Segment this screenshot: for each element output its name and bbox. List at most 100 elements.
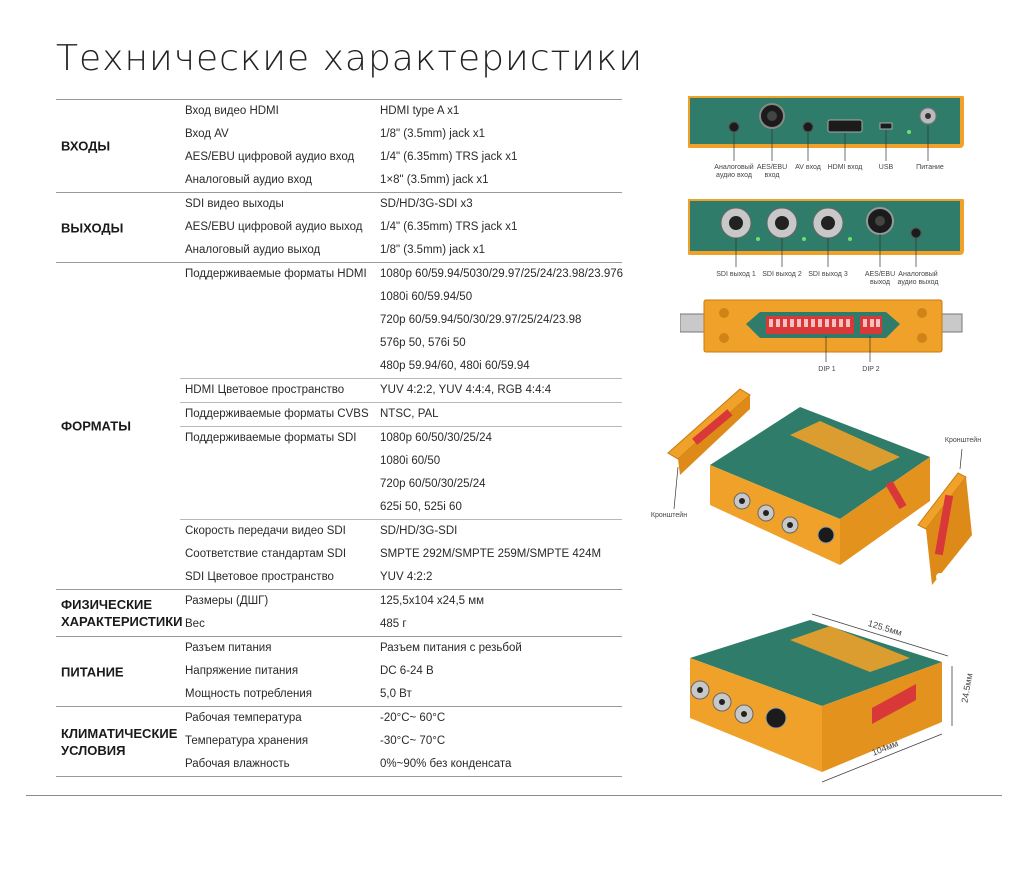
spec-row: Размеры (ДШГ) 125,5x104 x24,5 мм: [180, 590, 622, 613]
spec-key: Рабочая температура: [185, 712, 302, 724]
spec-key: Поддерживаемые форматы HDMI: [185, 268, 367, 280]
front-panel-figure: Аналоговый аудио вход AES/EBU вход AV вх…: [686, 94, 964, 191]
spec-key: AES/EBU цифровой аудио вход: [185, 151, 355, 163]
spec-value: 1080p 60/50/30/25/24: [380, 432, 492, 444]
spec-key: Мощность потребления: [185, 688, 312, 700]
spec-value: 720p 60/59.94/50/30/29.97/25/24/23.98: [380, 314, 582, 326]
spec-value: -20°C~ 60°C: [380, 712, 446, 724]
spec-key: AES/EBU цифровой аудио выход: [185, 221, 363, 233]
spec-row: Вход видео HDMI HDMI type A x1: [180, 100, 622, 123]
spec-key: Аналоговый аудио вход: [185, 174, 312, 186]
spec-row: Аналоговый аудио выход 1/8" (3.5mm) jack …: [180, 239, 622, 262]
page-title: Технические характеристики: [56, 38, 644, 79]
spec-group: КЛИМАТИЧЕСКИЕ УСЛОВИЯ Рабочая температура…: [56, 706, 622, 777]
spec-value: 1080p 60/59.94/5030/29.97/25/24/23.98/23…: [380, 268, 624, 280]
spec-group-label: КЛИМАТИЧЕСКИЕ УСЛОВИЯ: [61, 725, 178, 758]
label-dip2: DIP 2: [862, 366, 880, 373]
dip-side-figure: DIP 1 DIP 2: [679, 296, 970, 381]
spec-key: Аналоговый аудио выход: [185, 244, 321, 256]
spec-value: 0%~90% без конденсата: [380, 758, 512, 770]
spec-key: Размеры (ДШГ): [185, 595, 269, 607]
spec-row: 1080i 60/50: [180, 450, 622, 473]
spec-row: Рабочая влажность 0%~90% без конденсата: [180, 753, 622, 776]
spec-row: 625i 50, 525i 60: [180, 496, 622, 519]
spec-group-label: ПИТАНИЕ: [61, 664, 124, 679]
spec-key: Температура хранения: [185, 735, 309, 747]
spec-value: DC 6-24 В: [380, 665, 434, 677]
spec-row: 720p 60/59.94/50/30/29.97/25/24/23.98: [180, 309, 622, 332]
spec-key: Вход видео HDMI: [185, 105, 279, 117]
spec-key: Вход AV: [185, 128, 229, 140]
spec-row: AES/EBU цифровой аудио вход 1/4" (6.35mm)…: [180, 146, 622, 169]
spec-value: NTSC, PAL: [380, 408, 439, 420]
spec-value: 1×8" (3.5mm) jack x1: [380, 174, 489, 186]
spec-key: Рабочая влажность: [185, 758, 290, 770]
spec-key: Поддерживаемые форматы SDI: [185, 432, 357, 444]
spec-group-label: ФОРМАТЫ: [61, 418, 131, 434]
spec-row: Разъем питания Разъем питания с резьбой: [180, 637, 622, 660]
spec-key: Скорость передачи видео SDI: [185, 525, 346, 537]
label-sdi-out-1: SDI выход 1: [716, 271, 756, 278]
spec-value: SD/HD/3G-SDI x3: [380, 198, 473, 210]
label-usb: USB: [878, 164, 894, 171]
spec-value: Разъем питания с резьбой: [380, 642, 522, 654]
spec-row: Вход AV 1/8" (3.5mm) jack x1: [180, 123, 622, 146]
spec-value: 480p 59.94/60, 480i 60/59.94: [380, 360, 530, 372]
spec-group-label: ВХОДЫ: [61, 138, 111, 154]
spec-value: SMPTE 292M/SMPTE 259M/SMPTE 424M: [380, 548, 602, 560]
spec-key: Поддерживаемые форматы CVBS: [185, 408, 369, 420]
device-brackets-figure: Кронштейн Кронштейн: [650, 385, 1020, 600]
spec-key: Напряжение питания: [185, 665, 299, 677]
label-analog-in: Аналоговый аудио вход: [714, 164, 754, 179]
spec-row: 576p 50, 576i 50: [180, 332, 622, 355]
label-hdmi-in: HDMI вход: [827, 164, 863, 171]
spec-row: Вес 485 г: [180, 613, 622, 636]
spec-key: HDMI Цветовое пространство: [185, 384, 345, 396]
spec-value: 485 г: [380, 618, 407, 630]
label-av-in: AV вход: [795, 164, 821, 171]
spec-group: ПИТАНИЕ Разъем питания Разъем питания с р…: [56, 636, 622, 706]
back-panel-figure: SDI выход 1 SDI выход 2 SDI выход 3 AES/…: [686, 197, 964, 294]
spec-group: ФОРМАТЫ Поддерживаемые форматы HDMI 1080p …: [56, 262, 624, 589]
spec-value: -30°C~ 70°C: [380, 735, 446, 747]
spec-row: 480p 59.94/60, 480i 60/59.94: [180, 355, 622, 378]
spec-value: 1/8" (3.5mm) jack x1: [380, 244, 486, 256]
spec-row: 720p 60/50/30/25/24: [180, 473, 622, 496]
spec-value: 1080i 60/59.94/50: [380, 291, 473, 303]
label-bracket-left: Кронштейн: [650, 512, 688, 519]
spec-key: Вес: [185, 618, 205, 630]
spec-row: Температура хранения -30°C~ 70°C: [180, 730, 622, 753]
spec-value: YUV 4:2:2, YUV 4:4:4, RGB 4:4:4: [380, 384, 552, 396]
label-aes-in: AES/EBU вход: [756, 164, 788, 179]
spec-value: HDMI type A x1: [380, 105, 460, 117]
spec-row: Поддерживаемые форматы CVBS NTSC, PAL: [180, 402, 622, 426]
spec-key: SDI Цветовое пространство: [185, 571, 334, 583]
spec-row: Скорость передачи видео SDI SD/HD/3G-SDI: [180, 519, 622, 543]
spec-value: 1/8" (3.5mm) jack x1: [380, 128, 486, 140]
spec-group-label: ВЫХОДЫ: [61, 220, 124, 235]
label-aes-out: AES/EBU выход: [864, 271, 896, 286]
spec-row: Напряжение питания DC 6-24 В: [180, 660, 622, 683]
spec-group: ВЫХОДЫ SDI видео выходы SD/HD/3G-SDI x3 AES…: [56, 192, 622, 262]
spec-row: Поддерживаемые форматы HDMI 1080p 60/59.9…: [180, 263, 624, 286]
spec-key: SDI видео выходы: [185, 198, 284, 210]
spec-row: HDMI Цветовое пространство YUV 4:2:2, YUV…: [180, 378, 622, 402]
spec-row: 1080i 60/59.94/50: [180, 286, 622, 309]
spec-row: Поддерживаемые форматы SDI 1080p 60/50/30…: [180, 426, 622, 450]
label-power: Питание: [916, 164, 944, 171]
spec-key: Разъем питания: [185, 642, 272, 654]
spec-value: 5,0 Вт: [380, 688, 412, 700]
spec-row: SDI видео выходы SD/HD/3G-SDI x3: [180, 193, 622, 216]
spec-value: 125,5x104 x24,5 мм: [380, 595, 485, 607]
spec-group: ВХОДЫ Вход видео HDMI HDMI type A x1 Вход A…: [56, 99, 622, 192]
spec-row: Аналоговый аудио вход 1×8" (3.5mm) jack x…: [180, 169, 622, 192]
spec-value: SD/HD/3G-SDI: [380, 525, 458, 537]
label-bracket-right: Кронштейн: [944, 437, 982, 444]
label-sdi-out-2: SDI выход 2: [762, 271, 802, 278]
label-sdi-out-3: SDI выход 3: [808, 271, 848, 278]
spec-value: 1/4" (6.35mm) TRS jack x1: [380, 151, 518, 163]
